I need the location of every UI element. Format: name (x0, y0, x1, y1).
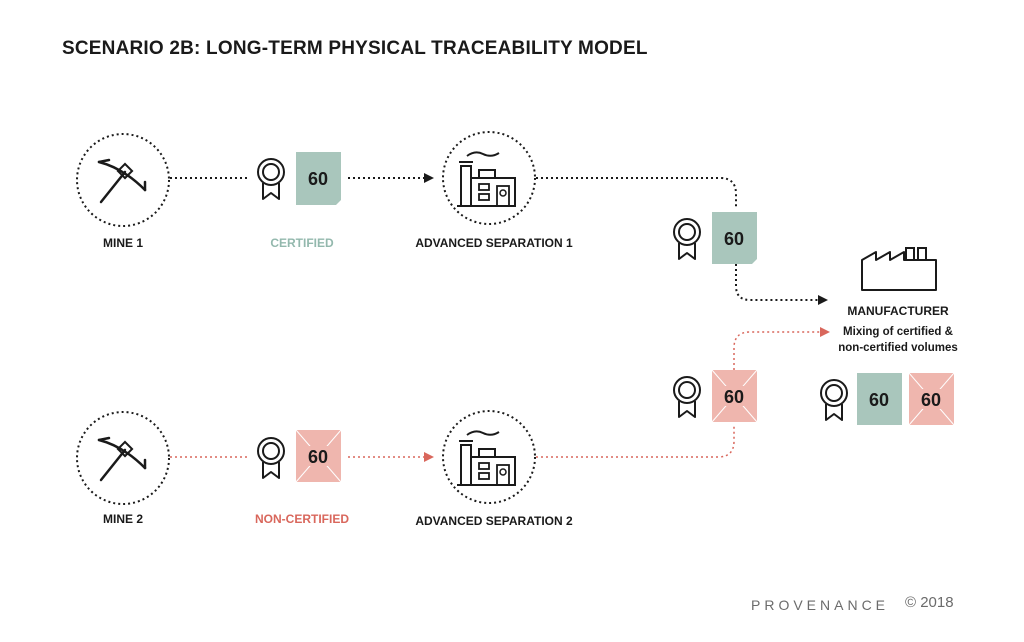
copyright: © 2018 (905, 594, 954, 611)
non-certified-volume-box: 60 (711, 369, 758, 423)
svg-text:60: 60 (724, 387, 744, 407)
non-certified-flow-lines (170, 327, 830, 462)
manufacturer-note-line2: non-certified volumes (838, 342, 958, 354)
certificate-ribbon-icon (257, 158, 285, 200)
svg-text:60: 60 (308, 447, 328, 467)
mine1-node (76, 133, 170, 227)
svg-text:60: 60 (921, 390, 941, 410)
certified-label: CERTIFIED (270, 236, 334, 250)
non-certified-volume-box: 60 (908, 372, 955, 426)
pickaxe-icon (97, 158, 147, 204)
svg-text:60: 60 (308, 169, 328, 189)
processing-plant-icon (456, 430, 516, 486)
separation2-label: ADVANCED SEPARATION 2 (415, 514, 573, 528)
certificate-ribbon-icon (673, 376, 701, 418)
processing-plant-icon (456, 151, 516, 207)
brand-logo-text: PROVENANCE (751, 597, 890, 613)
mine2-label: MINE 2 (102, 512, 144, 526)
page-title: SCENARIO 2B: LONG-TERM PHYSICAL TRACEABI… (62, 38, 648, 59)
svg-text:60: 60 (724, 229, 744, 249)
certified-flow-lines (170, 173, 828, 305)
pickaxe-icon (97, 436, 147, 482)
certified-volume-box: 60 (857, 373, 902, 425)
certified-volume-box: 60 (712, 212, 757, 264)
manufacturer-label: MANUFACTURER (847, 304, 949, 318)
certificate-ribbon-icon (820, 379, 848, 421)
factory-icon (861, 247, 937, 291)
svg-text:60: 60 (869, 390, 889, 410)
non-certified-volume-box: 60 (295, 429, 342, 483)
certificate-ribbon-icon (673, 218, 701, 260)
manufacturer-note-line1: Mixing of certified & (843, 326, 953, 338)
separation1-node (442, 131, 536, 225)
mine1-label: MINE 1 (102, 236, 144, 250)
certified-volume-box: 60 (296, 152, 341, 205)
separation1-label: ADVANCED SEPARATION 1 (415, 236, 573, 250)
certificate-ribbon-icon (257, 437, 285, 479)
manufacturer-note: Mixing of certified & non-certified volu… (838, 324, 958, 356)
separation2-node (442, 410, 536, 504)
non-certified-label: NON-CERTIFIED (255, 512, 349, 526)
mine2-node (76, 411, 170, 505)
